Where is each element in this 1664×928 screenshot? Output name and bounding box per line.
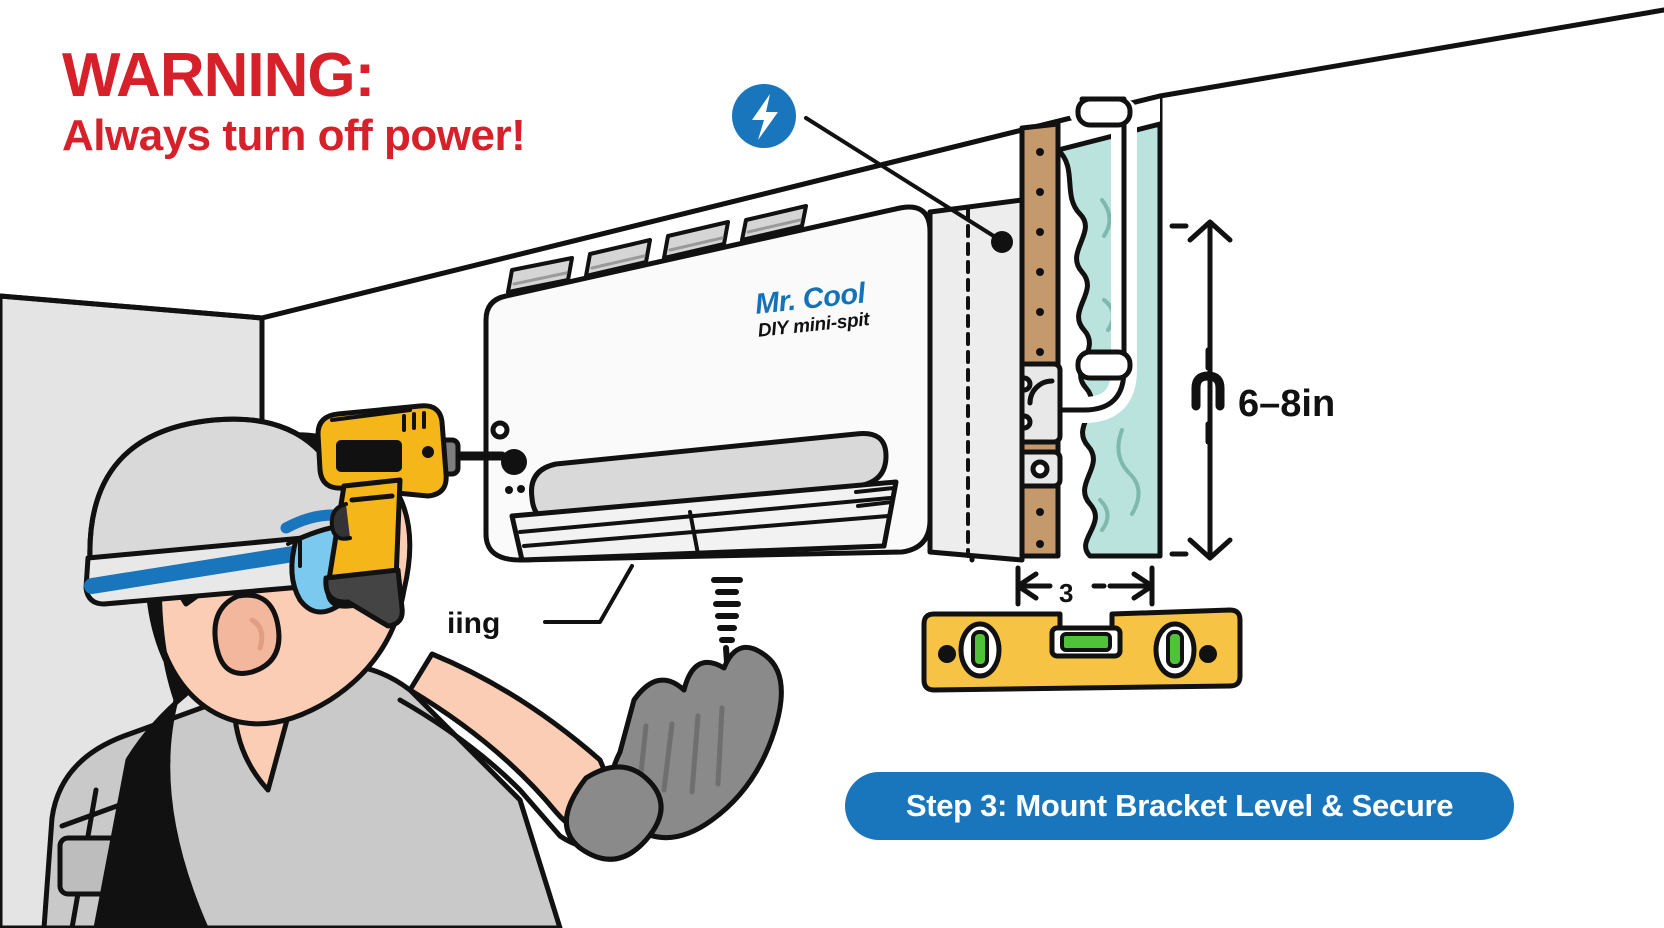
horizontal-dimension-label: 3 xyxy=(1059,578,1074,608)
wall-cutaway xyxy=(1019,121,1163,559)
callout-leaders xyxy=(543,116,1013,624)
vertical-dimension-label: 6–8in xyxy=(1238,383,1336,425)
warning-title: WARNING: xyxy=(62,41,375,110)
warning-block: WARNING: Always turn off power! xyxy=(62,41,526,161)
step-banner-label: Step 3: Mount Bracket Level & Secure xyxy=(905,788,1454,823)
horizontal-dimension xyxy=(1015,565,1155,607)
vertical-dimension xyxy=(1169,219,1233,561)
warning-subtitle: Always turn off power! xyxy=(62,111,526,161)
spirit-level-tool xyxy=(921,607,1243,693)
lightning-bolt-icon xyxy=(732,84,796,148)
step-banner: Step 3: Mount Bracket Level & Secure xyxy=(845,772,1514,840)
drill-point-callout-label: iing xyxy=(447,607,501,640)
work-glove xyxy=(564,644,784,862)
mini-split-indoor-unit xyxy=(483,197,1025,563)
cordless-drill xyxy=(315,403,507,629)
product-brand-label: Mr. Cool DIY mini-spit xyxy=(753,277,870,341)
refrigerant-pipe xyxy=(1027,96,1137,423)
